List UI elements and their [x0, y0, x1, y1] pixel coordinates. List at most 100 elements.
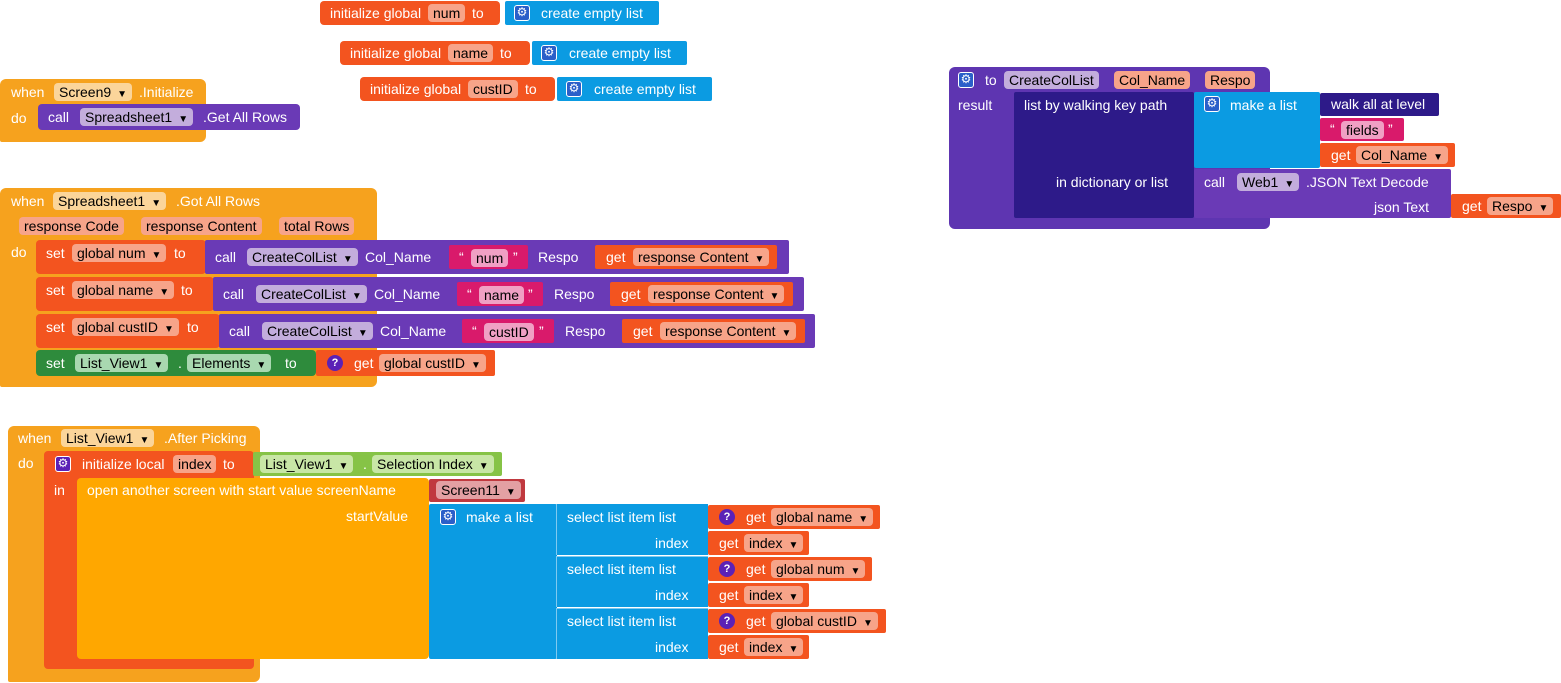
component-dropdown[interactable]: List_View1▼	[75, 354, 169, 372]
component-name: List_View1	[66, 430, 134, 446]
dropdown-arrow-icon: ▼	[351, 291, 362, 302]
help-icon[interactable]: ?	[327, 355, 343, 371]
create-empty-list-block[interactable]: ⚙ create empty list	[557, 77, 712, 101]
arg-label: Respo	[565, 323, 606, 339]
text-value[interactable]: num	[471, 249, 509, 267]
variable-dropdown[interactable]: global name▼	[771, 508, 874, 526]
open-screen-keyword: open another screen with start value scr…	[87, 482, 396, 498]
get-global-custid-block[interactable]: ? get global custID▼	[708, 609, 886, 633]
select-list-item-block[interactable]: select list item list index	[556, 556, 708, 607]
make-a-list-block[interactable]: ⚙ make a list	[429, 504, 557, 659]
get-global-name-block[interactable]: ? get global name▼	[708, 505, 880, 529]
property-dropdown[interactable]: Selection Index▼	[372, 455, 494, 473]
get-col-name-block[interactable]: get Col_Name▼	[1320, 143, 1455, 167]
text-value[interactable]: fields	[1341, 121, 1384, 139]
component-dropdown[interactable]: Web1▼	[1237, 173, 1300, 191]
get-response-content-block[interactable]: get response Content▼	[610, 282, 793, 306]
text-value[interactable]: custID	[484, 323, 534, 341]
text-value[interactable]: name	[479, 286, 525, 304]
procedure-name-field[interactable]: CreateColList	[1004, 71, 1099, 89]
text-string-block[interactable]: “ name ”	[457, 282, 543, 306]
variable-dropdown[interactable]: global custID▼	[379, 354, 486, 372]
gear-icon[interactable]: ⚙	[958, 72, 974, 88]
selection-index-getter-block[interactable]: List_View1▼ . Selection Index▼	[253, 452, 502, 476]
get-index-block[interactable]: get index▼	[708, 635, 809, 659]
component-dropdown[interactable]: List_View1▼	[260, 455, 354, 473]
variable-dropdown[interactable]: response Content▼	[660, 322, 797, 340]
global-init-name-block[interactable]: initialize global name to	[340, 41, 530, 65]
screen-dropdown[interactable]: Screen11▼	[436, 481, 521, 499]
get-response-content-block[interactable]: get response Content▼	[595, 245, 777, 269]
event-param[interactable]: response Code	[19, 217, 124, 235]
local-name-field[interactable]: index	[173, 455, 217, 473]
component-dropdown[interactable]: Spreadsheet1▼	[53, 192, 167, 210]
make-a-list-block[interactable]: ⚙ make a list	[1194, 92, 1320, 168]
walk-key-path-block[interactable]: list by walking key path in dictionary o…	[1014, 92, 1194, 218]
get-index-block[interactable]: get index▼	[708, 531, 809, 555]
property-dropdown[interactable]: Elements▼	[187, 354, 272, 372]
variable-dropdown[interactable]: global name▼	[72, 281, 175, 299]
quote-open: “	[1330, 121, 1335, 137]
text-string-block[interactable]: “ num ”	[449, 245, 528, 269]
procedure-dropdown[interactable]: CreateColList▼	[262, 322, 373, 340]
component-dropdown[interactable]: Spreadsheet1▼	[80, 108, 194, 126]
set-global-name-block[interactable]: set global name▼ to	[36, 277, 214, 311]
variable-dropdown[interactable]: response Content▼	[633, 248, 770, 266]
quote-open: “	[467, 286, 472, 302]
text-string-block[interactable]: “ custID ”	[462, 319, 554, 343]
open-another-screen-block[interactable]: open another screen with start value scr…	[77, 478, 429, 659]
text-string-block[interactable]: “ fields ”	[1320, 118, 1404, 141]
gear-icon[interactable]: ⚙	[55, 456, 71, 472]
gear-icon[interactable]: ⚙	[514, 5, 530, 21]
create-empty-list-block[interactable]: ⚙ create empty list	[532, 41, 687, 65]
global-name-field[interactable]: num	[428, 4, 466, 22]
gear-icon[interactable]: ⚙	[1204, 96, 1220, 112]
select-list-item-block[interactable]: select list item list index	[556, 608, 708, 659]
procedure-dropdown[interactable]: CreateColList▼	[247, 248, 358, 266]
variable-dropdown[interactable]: Respo▼	[1487, 197, 1554, 215]
get-index-block[interactable]: get index▼	[708, 583, 809, 607]
help-icon[interactable]: ?	[719, 613, 735, 629]
variable-name: response Content	[665, 323, 776, 339]
component-dropdown[interactable]: List_View1▼	[61, 429, 155, 447]
variable-dropdown[interactable]: index▼	[744, 534, 804, 552]
gear-icon[interactable]: ⚙	[566, 81, 582, 97]
global-name-field[interactable]: custID	[468, 80, 518, 98]
gear-icon[interactable]: ⚙	[541, 45, 557, 61]
call-get-all-rows-block[interactable]: call Spreadsheet1▼ .Get All Rows	[38, 104, 300, 130]
set-global-custid-block[interactable]: set global custID▼ to	[36, 314, 220, 348]
variable-dropdown[interactable]: Col_Name▼	[1356, 146, 1449, 164]
variable-dropdown[interactable]: global num▼	[72, 244, 167, 262]
variable-dropdown[interactable]: index▼	[744, 586, 804, 604]
set-global-num-block[interactable]: set global num▼ to	[36, 240, 206, 274]
variable-dropdown[interactable]: response Content▼	[648, 285, 785, 303]
walk-all-at-level-block[interactable]: walk all at level	[1320, 93, 1439, 116]
parameter-name[interactable]: Col_Name	[1114, 71, 1191, 89]
variable-dropdown[interactable]: index▼	[744, 638, 804, 656]
parameter-name[interactable]: Respo	[1205, 71, 1256, 89]
procedure-dropdown[interactable]: CreateColList▼	[256, 285, 367, 303]
help-icon[interactable]: ?	[719, 509, 735, 525]
component-dropdown[interactable]: Screen9▼	[54, 83, 133, 101]
get-response-content-block[interactable]: get response Content▼	[622, 319, 805, 343]
to-keyword: to	[472, 5, 484, 21]
variable-dropdown[interactable]: global num▼	[771, 560, 866, 578]
screen-name-dropdown-block[interactable]: Screen11▼	[429, 479, 525, 502]
select-list-item-block[interactable]: select list item list index	[556, 504, 708, 555]
gear-icon[interactable]: ⚙	[440, 509, 456, 525]
help-icon[interactable]: ?	[719, 561, 735, 577]
json-text-decode-block[interactable]: call Web1▼ .JSON Text Decode json Text	[1194, 169, 1451, 218]
to-keyword: to	[985, 72, 997, 88]
global-init-custid-block[interactable]: initialize global custID to	[360, 77, 555, 101]
event-param[interactable]: response Content	[141, 217, 262, 235]
get-global-num-block[interactable]: ? get global num▼	[708, 557, 872, 581]
global-init-num-block[interactable]: initialize global num to	[320, 1, 500, 25]
create-empty-list-block[interactable]: ⚙ create empty list	[505, 1, 659, 25]
get-global-custid-block[interactable]: ? get global custID▼	[316, 350, 495, 376]
variable-dropdown[interactable]: global custID▼	[72, 318, 179, 336]
variable-dropdown[interactable]: global custID▼	[771, 612, 878, 630]
global-name-field[interactable]: name	[448, 44, 494, 62]
event-param[interactable]: total Rows	[279, 217, 355, 235]
set-listview-elements-block[interactable]: set List_View1▼ . Elements▼ to	[36, 350, 316, 376]
get-respo-block[interactable]: get Respo▼	[1451, 194, 1561, 218]
